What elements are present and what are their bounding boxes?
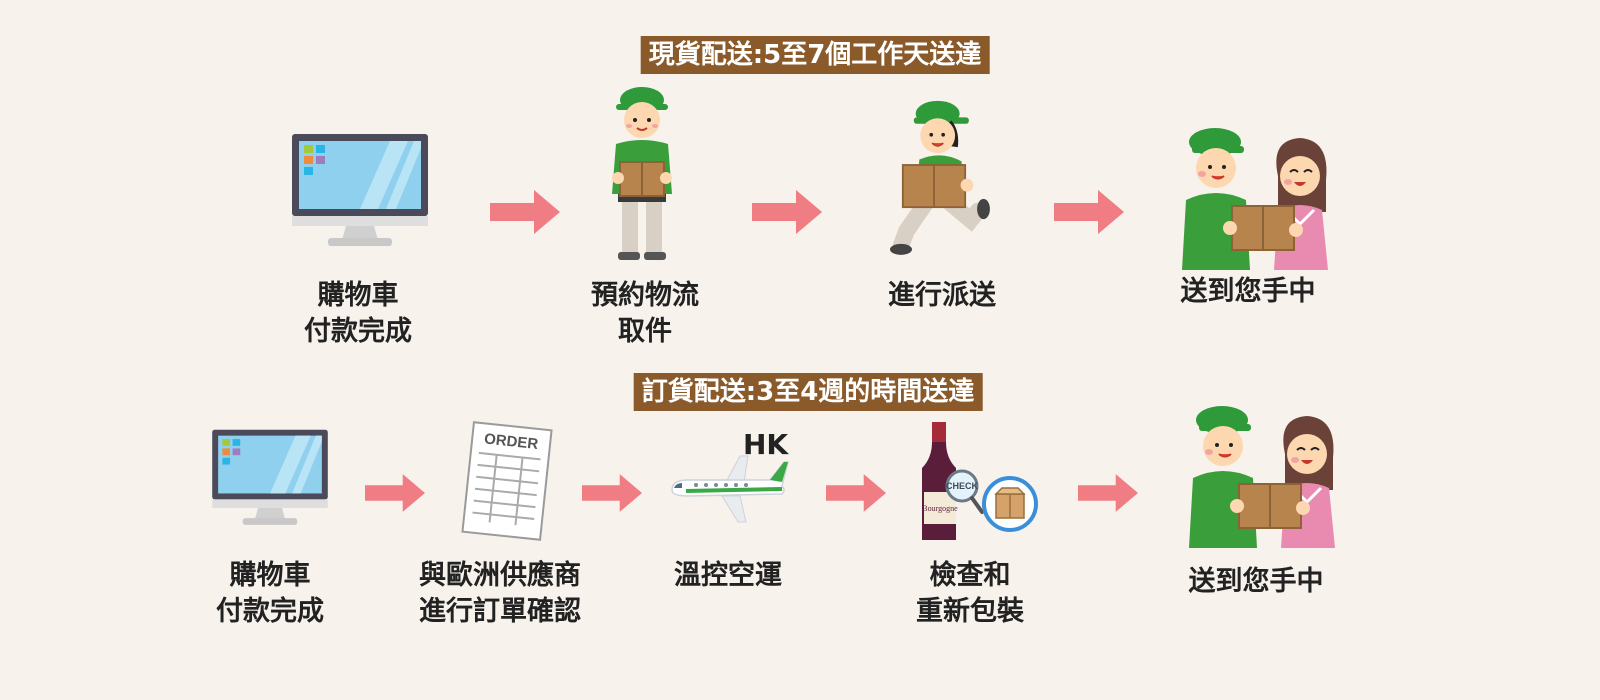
stage-label-cart-payment: 購物車付款完成 xyxy=(304,280,412,347)
delivery-person-running-icon xyxy=(890,90,1000,262)
flow-arrow-icon xyxy=(365,474,425,512)
svg-text:CHECK: CHECK xyxy=(946,481,979,491)
flow-arrow-icon xyxy=(826,474,886,512)
delivery-person-standing-icon xyxy=(602,82,682,262)
flow-arrow-icon xyxy=(1078,474,1138,512)
stage-label-delivered: 送到您手中 xyxy=(1188,566,1324,597)
flow-arrow-icon xyxy=(582,474,642,512)
stage-label-supplier-confirm: 與歐洲供應商進行訂單確認 xyxy=(419,560,581,627)
stage-label-delivered: 送到您手中 xyxy=(1180,276,1316,307)
airplane-icon xyxy=(671,455,789,523)
order-delivery-banner: 訂貨配送:3至4週的時間送達 xyxy=(633,373,983,411)
computer-monitor-icon xyxy=(290,132,430,252)
computer-monitor-icon xyxy=(210,428,330,530)
svg-text:Bourgogne: Bourgogne xyxy=(922,504,958,513)
order-form-icon: ORDER xyxy=(461,421,553,541)
flow-arrow-icon xyxy=(752,190,822,234)
stock-delivery-banner: 現貨配送:5至7個工作天送達 xyxy=(640,36,990,74)
package-handover-icon xyxy=(1170,120,1340,270)
flow-arrow-icon xyxy=(1054,190,1124,234)
stage-label-cart-payment: 購物車付款完成 xyxy=(216,560,324,627)
wine-check-icon: Bourgogne CHECK xyxy=(922,422,1038,540)
stage-label-air-freight: 溫控空運 xyxy=(674,560,782,591)
svg-text:ORDER: ORDER xyxy=(483,430,539,453)
stage-label-inspect-repack: 檢查和重新包裝 xyxy=(916,560,1024,627)
flow-arrow-icon xyxy=(490,190,560,234)
stage-label-pickup: 預約物流取件 xyxy=(591,280,699,347)
destination-label: HK xyxy=(743,428,789,461)
stage-label-dispatch: 進行派送 xyxy=(888,280,996,311)
package-handover-icon xyxy=(1172,398,1352,548)
